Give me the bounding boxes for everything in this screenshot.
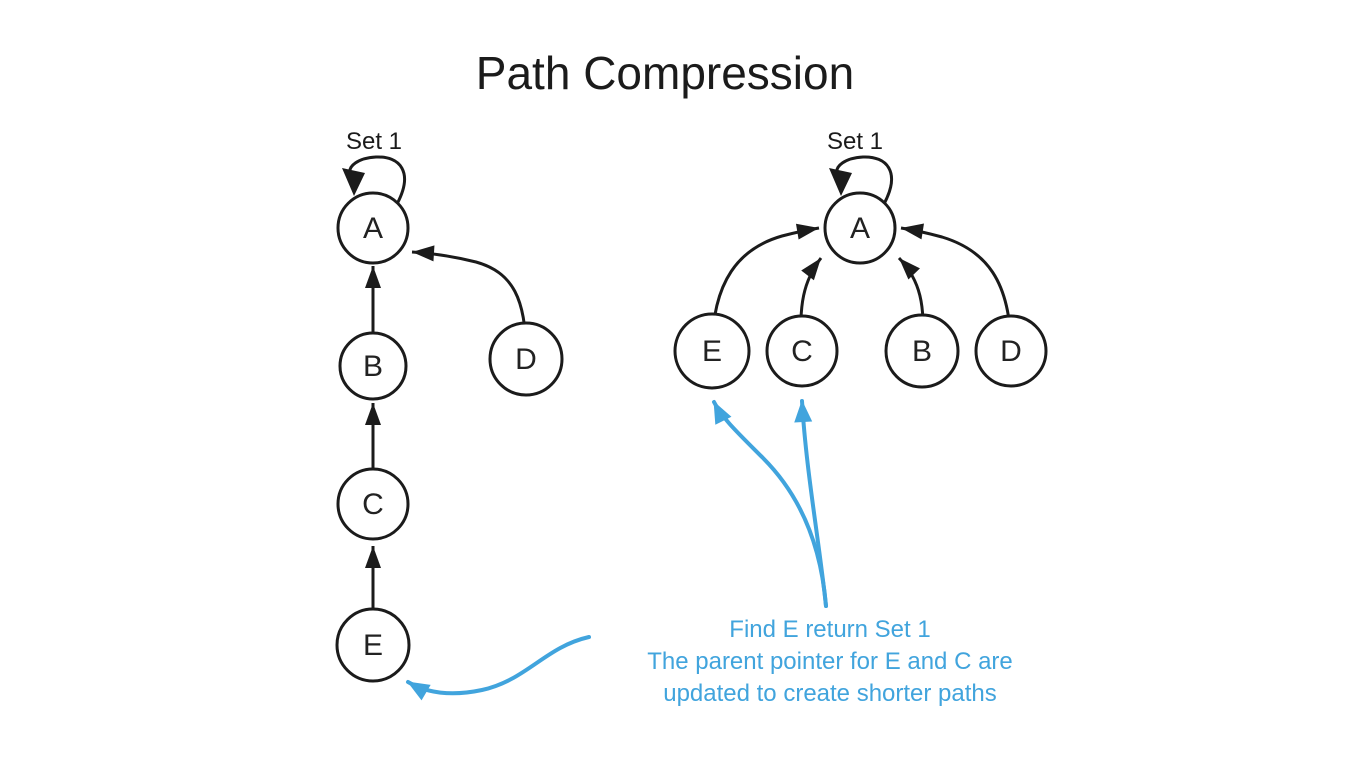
callout-arrow-to-left-E: [406, 635, 591, 701]
right-node-B-label: B: [912, 335, 932, 368]
left-node-B-label: B: [363, 350, 383, 383]
right-self-loop-A: [835, 155, 893, 205]
right-node-E-label: E: [702, 335, 722, 368]
annotation-line-3: updated to create shorter paths: [663, 680, 997, 707]
page-title: Path Compression: [476, 47, 854, 99]
left-self-loop-arrowhead: [342, 168, 365, 196]
right-node-C-label: C: [791, 335, 813, 368]
right-set-label: Set 1: [827, 128, 883, 155]
right-tree: Set 1 A E C B D: [673, 128, 1048, 390]
right-node-A: [823, 191, 897, 265]
annotations: Find E return Set 1 The parent pointer f…: [406, 399, 1013, 707]
right-edge-E-A: [710, 223, 820, 352]
annotation-line-2: The parent pointer for E and C are: [647, 648, 1013, 675]
annotation-line-1: Find E return Set 1: [729, 616, 930, 643]
right-edge-D-A: [900, 223, 1013, 352]
right-node-C: [765, 314, 839, 388]
left-node-C-label: C: [362, 488, 384, 521]
left-node-D: [488, 321, 564, 397]
callout-arrow-to-right-E: [712, 400, 828, 608]
left-node-A-label: A: [363, 212, 383, 245]
left-node-B: [338, 331, 408, 401]
right-node-D-label: D: [1000, 335, 1022, 368]
right-node-D: [974, 314, 1048, 388]
left-tree: Set 1 A B C D E: [335, 128, 564, 683]
callout-arrow-to-right-C: [794, 399, 828, 608]
right-node-A-label: A: [850, 212, 870, 245]
left-node-A: [336, 191, 410, 265]
right-node-E: [673, 312, 751, 390]
left-set-label: Set 1: [346, 128, 402, 155]
left-node-E-label: E: [363, 629, 383, 662]
left-edge-D-A: [411, 245, 528, 360]
right-self-loop-arrowhead: [829, 168, 852, 196]
left-node-E: [335, 607, 411, 683]
left-self-loop-A: [348, 155, 406, 205]
left-node-D-label: D: [515, 343, 537, 376]
right-node-B: [884, 313, 960, 389]
left-node-C: [336, 467, 410, 541]
